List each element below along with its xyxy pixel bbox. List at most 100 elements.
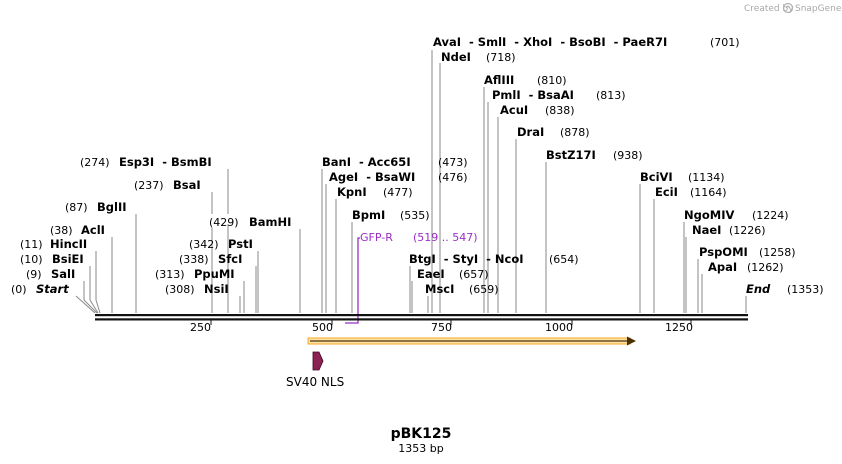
site-name: BsaI [173,178,201,192]
site-label-ngomiv[interactable]: NgoMIV (1224) [684,208,789,222]
site-position: (878) [560,126,590,139]
site-position: (274) [80,156,110,169]
site-name: BpmI [352,208,385,222]
watermark-brand: SnapGene [795,4,842,14]
site-position: (11) [20,238,43,251]
site-position: (938) [613,149,643,162]
site-label-start[interactable]: (0) Start [11,282,69,296]
site-position: (1224) [752,209,789,222]
site-name: AclI [81,223,105,237]
site-position: (701) [710,36,740,49]
site-label-sfci[interactable]: (338) SfcI [179,252,242,266]
site-label-kpni[interactable]: KpnI (477) [337,185,413,199]
dna-backbone [95,314,748,321]
watermark-created-by: Created by [744,4,794,14]
site-name: PmlI - BsaAI [492,88,574,102]
site-label-bcivi[interactable]: BciVI (1134) [640,170,725,184]
site-position: (1164) [690,186,727,199]
site-position: (718) [486,51,516,64]
site-name: BanI - Acc65I [322,155,411,169]
site-label-bglii[interactable]: (87) BglII [65,200,127,214]
site-label-bsai[interactable]: (237) BsaI [134,178,201,192]
plasmid-name: pBK125 [391,426,452,442]
ruler-tick-label: 500 [312,321,333,334]
ruler-tick-label: 750 [431,321,452,334]
site-position: (87) [65,201,88,214]
sv40-nls-arrow-icon [312,351,324,371]
site-label-pspomi[interactable]: PspOMI (1258) [699,245,796,259]
site-name: DraI [517,125,544,139]
site-position: (659) [469,283,499,296]
site-name: BsiEI [52,252,84,266]
site-label-apai[interactable]: ApaI (1262) [708,260,784,274]
site-label-ppumi[interactable]: (313) PpuMI [155,267,235,281]
site-position: (308) [165,283,195,296]
site-label-end[interactable]: End (1353) [746,282,824,296]
site-position: (10) [20,253,43,266]
site-label-naei[interactable]: NaeI (1226) [692,223,766,237]
site-label-ndei[interactable]: NdeI (718) [441,50,516,64]
site-name: Esp3I - BsmBI [119,155,212,169]
site-label-drai[interactable]: DraI (878) [517,125,590,139]
site-label-avai-group[interactable]: AvaI - SmlI - XhoI - BsoBI - PaeR7I (701… [433,35,740,49]
site-name: BtgI - StyI - NcoI [409,252,524,266]
feature-orange-arrow[interactable] [307,336,636,346]
site-leaders [75,50,747,314]
site-name: MscI [425,282,454,296]
site-label-bstz17i[interactable]: BstZ17I (938) [546,148,643,162]
site-name: EciI [655,185,678,199]
site-name: AcuI [500,103,528,117]
site-label-bpmi[interactable]: BpmI (535) [352,208,430,222]
site-label-bamhi[interactable]: (429) BamHI [209,215,291,229]
site-position: (654) [549,253,579,266]
site-label-nsii[interactable]: (308) NsiI [165,282,229,296]
site-label-hincii[interactable]: (11) HincII [20,237,87,251]
site-label-afliii[interactable]: AflIII (810) [484,73,567,87]
site-name: PstI [228,237,253,251]
site-position: (9) [26,268,42,281]
site-label-pmli-group[interactable]: PmlI - BsaAI (813) [492,88,626,102]
site-label-msci[interactable]: MscI (659) [425,282,499,296]
site-name: NsiI [204,282,229,296]
primer-gfp-r[interactable]: GFP-R (519 .. 547) [345,231,478,324]
site-label-acui[interactable]: AcuI (838) [500,103,575,117]
site-name: NaeI [692,223,721,237]
primer-marker [345,237,360,324]
site-position: (1353) [787,283,824,296]
site-label-sali[interactable]: (9) SalI [26,267,75,281]
site-name: ApaI [708,260,737,274]
site-name: BstZ17I [546,148,596,162]
site-label-btgi-group[interactable]: BtgI - StyI - NcoI (654) [409,252,579,266]
restriction-sites: AvaI - SmlI - XhoI - BsoBI - PaeR7I (701… [11,35,824,296]
site-name: SalI [51,267,75,281]
snapgene-logo-icon [782,2,794,14]
site-position: (1258) [759,246,796,259]
site-name: KpnI [337,185,367,199]
site-position: (838) [545,104,575,117]
site-label-psti[interactable]: (342) PstI [189,237,253,251]
site-label-ecii[interactable]: EciI (1164) [655,185,727,199]
site-position: (657) [459,268,489,281]
site-position: (342) [189,238,219,251]
site-name: HincII [50,237,87,251]
feature-sv40-nls[interactable]: SV40 NLS [286,351,344,389]
site-name: BglII [97,200,127,214]
site-label-eaei[interactable]: EaeI (657) [417,267,489,281]
site-label-agei-group[interactable]: AgeI - BsaWI (476) [329,170,468,184]
site-name: BciVI [640,170,673,184]
site-name: SfcI [218,252,242,266]
site-name: BamHI [249,215,291,229]
site-name: Start [36,282,69,296]
site-label-acli[interactable]: (38) AclI [50,223,105,237]
site-name: EaeI [417,267,445,281]
site-label-esp3i-group[interactable]: (274) Esp3I - BsmBI [80,155,212,169]
site-position: (429) [209,216,239,229]
site-position: (813) [596,89,626,102]
site-label-bsiei[interactable]: (10) BsiEI [20,252,84,266]
site-name: NgoMIV [684,208,734,222]
site-label-bani-group[interactable]: BanI - Acc65I (473) [322,155,468,169]
ruler-tick-label: 250 [190,321,211,334]
site-position: (535) [400,209,430,222]
feature-label: SV40 NLS [286,375,344,389]
